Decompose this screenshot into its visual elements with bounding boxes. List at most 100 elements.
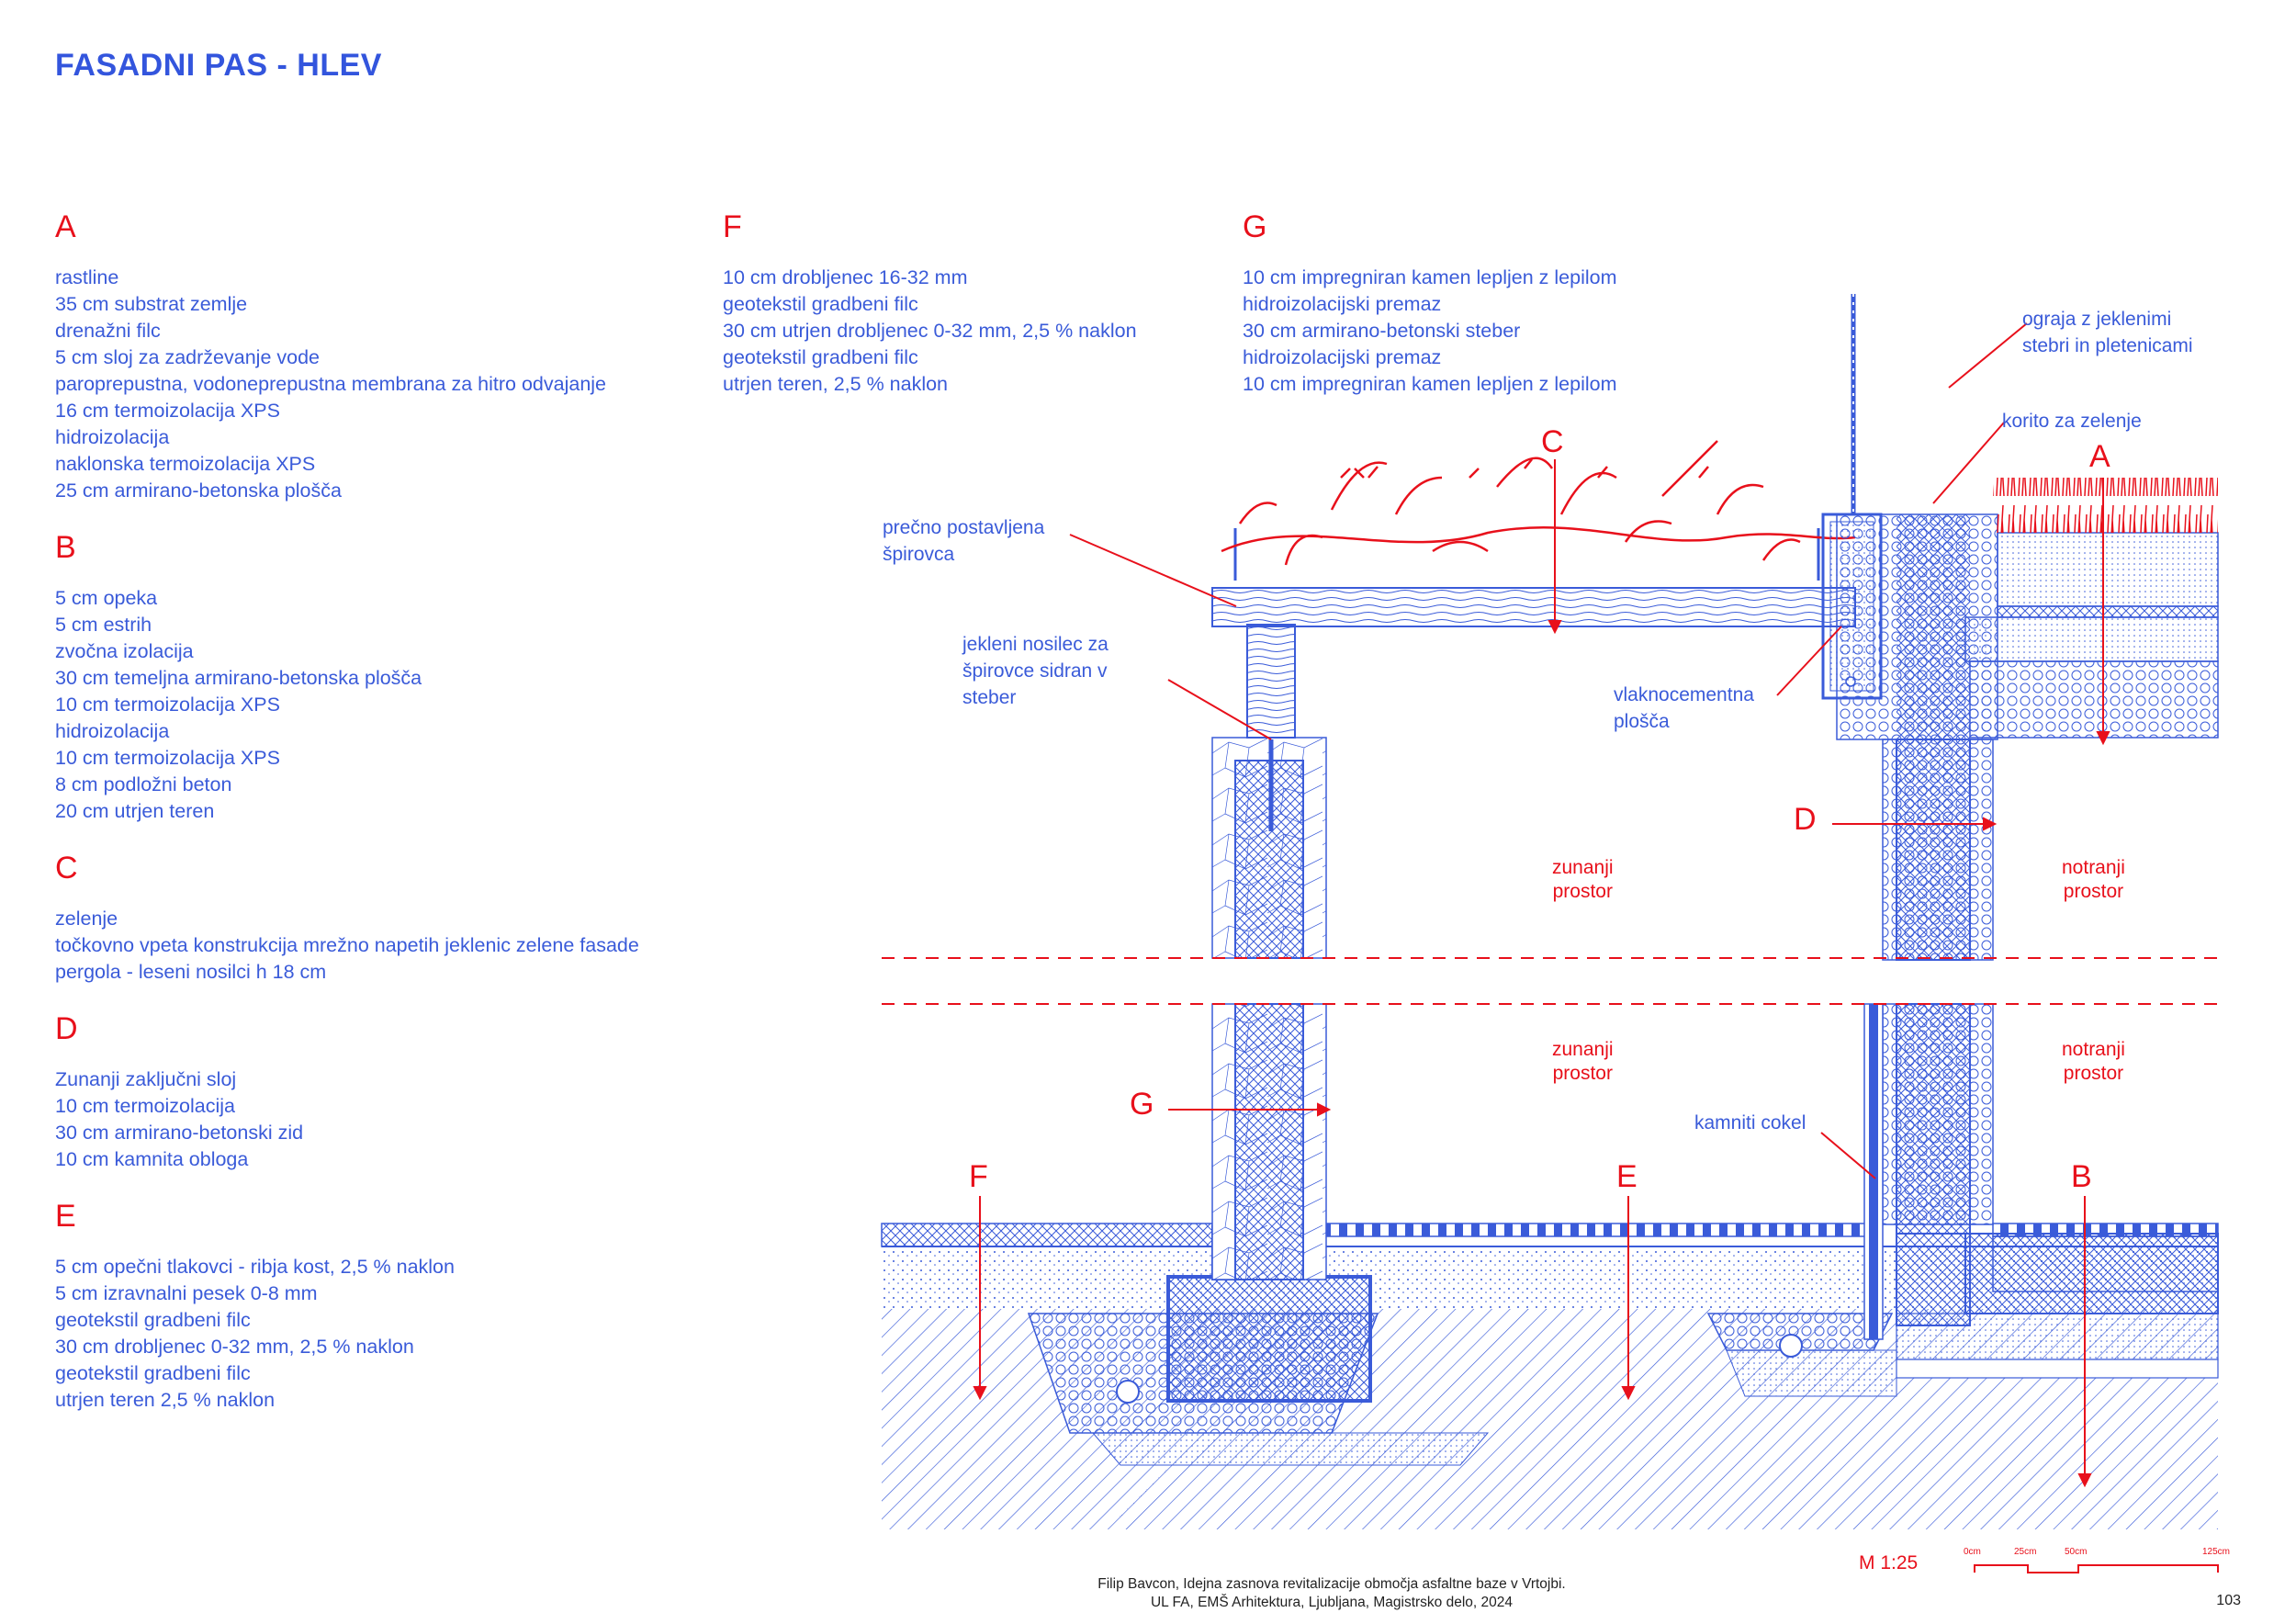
legend-item: 8 cm podložni beton: [55, 773, 232, 795]
legend-item: 10 cm termoizolacija: [55, 1095, 235, 1117]
green-roof: [1964, 478, 2219, 739]
drawing-tag-f: F: [969, 1159, 988, 1194]
zone-line: prostor: [1552, 881, 1613, 902]
zone-outer-top: zunanji prostor: [1552, 856, 1614, 904]
legend-item: 10 cm termoizolacija XPS: [55, 747, 280, 769]
scale-tick: 125cm: [2202, 1547, 2231, 1557]
annotation-line: špirovca: [883, 544, 955, 565]
zone-line: notranji: [2062, 1039, 2125, 1060]
legend-item: 16 cm termoizolacija XPS: [55, 400, 280, 422]
scale-tick: 25cm: [2014, 1547, 2037, 1557]
legend-item: paroprepustna, vodoneprepustna membrana …: [55, 373, 607, 395]
leader-lines: [1069, 322, 2028, 1179]
legend-item: 5 cm sloj za zadrževanje vode: [55, 346, 321, 368]
pergola-column: [1166, 624, 1372, 1403]
page-title: FASADNI PAS - HLEV: [55, 48, 382, 83]
legend-item: 20 cm utrjen teren: [55, 800, 215, 822]
legend-item: rastline: [55, 266, 119, 288]
annotation-line: stebri in pletenicami: [2022, 335, 2193, 356]
legend-item: geotekstil gradbeni filc: [55, 1362, 251, 1384]
legend-item: hidroizolacijski premaz: [1243, 293, 1442, 315]
annotation-line: jekleni nosilec za: [962, 634, 1109, 655]
legend-letter: A: [55, 209, 76, 244]
drawing-tag-b: B: [2071, 1159, 2092, 1194]
annotation-line: prečno postavljena: [883, 517, 1045, 538]
zone-line: prostor: [2063, 881, 2124, 902]
legend-item: 35 cm substrat zemlje: [55, 293, 248, 315]
annotation-cokel: kamniti cokel: [1694, 1112, 1806, 1133]
legend-item: 10 cm impregniran kamen lepljen z lepilo…: [1243, 373, 1617, 395]
legend-item: hidroizolacijski premaz: [1243, 346, 1442, 368]
legend-item: zelenje: [55, 908, 118, 930]
legend-group-b: B 5 cm opeka 5 cm estrih zvočna izolacij…: [55, 530, 639, 825]
legend-item: pergola - leseni nosilci h 18 cm: [55, 961, 327, 983]
zone-line: prostor: [2063, 1063, 2124, 1084]
drawing-tag-d: D: [1794, 802, 1817, 837]
green-vine: [1221, 440, 1856, 566]
planter-box: [1821, 294, 1883, 700]
zone-outer-bottom: zunanji prostor: [1552, 1038, 1614, 1086]
legend-item: 25 cm armirano-betonska plošča: [55, 479, 342, 502]
annotation-line: vlaknocementna: [1614, 684, 1754, 705]
legend-item: 10 cm termoizolacija XPS: [55, 694, 280, 716]
legend-group-f: F 10 cm drobljenec 16-32 mm geotekstil g…: [723, 209, 1137, 398]
annotation-ograja: ograja z jeklenimi stebri in pletenicami: [2022, 306, 2193, 359]
footer-line-1: Filip Bavcon, Idejna zasnova revitalizac…: [1097, 1576, 1566, 1592]
zone-line: zunanji: [1552, 857, 1614, 878]
zone-inner-top: notranji prostor: [2062, 856, 2125, 904]
annotation-line: ograja z jeklenimi: [2022, 309, 2172, 330]
legend-letter: B: [55, 530, 76, 565]
page-number: 103: [2216, 1593, 2241, 1608]
annotation-line: steber: [962, 687, 1017, 708]
annotation-vlakno: vlaknocementna plošča: [1614, 682, 1754, 735]
zone-line: notranji: [2062, 857, 2125, 878]
legend-item: točkovno vpeta konstrukcija mrežno napet…: [55, 934, 639, 956]
legend-item: geotekstil gradbeni filc: [55, 1309, 251, 1331]
legend-item: utrjen teren 2,5 % naklon: [55, 1389, 276, 1411]
legend-item: hidroizolacija: [55, 720, 170, 742]
legend-item: geotekstil gradbeni filc: [723, 346, 918, 368]
legend-letter: F: [723, 209, 742, 244]
legend-item: 30 cm temeljna armirano-betonska plošča: [55, 667, 422, 689]
legend-item: Zunanji zaključni sloj: [55, 1068, 237, 1090]
zone-inner-bottom: notranji prostor: [2062, 1038, 2125, 1086]
section-arrows: [973, 459, 2110, 1488]
legend-group-g: G 10 cm impregniran kamen lepljen z lepi…: [1243, 209, 1617, 398]
legend-item: 5 cm opeka: [55, 587, 158, 609]
break-lines: [882, 957, 2218, 1005]
legend-item: hidroizolacija: [55, 426, 170, 448]
legend-item: 30 cm utrjen drobljenec 0-32 mm, 2,5 % n…: [723, 320, 1137, 342]
legend-column-right: G 10 cm impregniran kamen lepljen z lepi…: [1243, 209, 1617, 398]
legend-item: 5 cm opečni tlakovci - ribja kost, 2,5 %…: [55, 1256, 455, 1278]
legend-item: drenažni filc: [55, 320, 161, 342]
pergola-beam: [1211, 528, 1856, 627]
footer-citation: Filip Bavcon, Idejna zasnova revitalizac…: [827, 1575, 1837, 1612]
scale-tick: 0cm: [1964, 1547, 1981, 1557]
legend-group-a: A rastline 35 cm substrat zemlje drenažn…: [55, 209, 639, 504]
legend-letter: G: [1243, 209, 1267, 244]
legend-letter: C: [55, 851, 78, 885]
legend-item: zvočna izolacija: [55, 640, 194, 662]
annotation-korito: korito za zelenje: [2002, 411, 2142, 432]
scale-label: M 1:25: [1859, 1552, 1919, 1573]
legend-item: 10 cm drobljenec 16-32 mm: [723, 266, 968, 288]
legend-column-middle: F 10 cm drobljenec 16-32 mm geotekstil g…: [723, 209, 1137, 398]
legend-item: 10 cm kamnita obloga: [55, 1148, 249, 1170]
legend-item: 5 cm izravnalni pesek 0-8 mm: [55, 1282, 318, 1304]
legend-item: naklonska termoizolacija XPS: [55, 453, 316, 475]
legend-letter: E: [55, 1199, 76, 1234]
annotation-line: špirovce sidran v: [962, 660, 1108, 682]
zone-line: prostor: [1552, 1063, 1613, 1084]
legend-item: 30 cm armirano-betonski zid: [55, 1122, 304, 1144]
annotation-nosilec: jekleni nosilec za špirovce sidran v ste…: [962, 631, 1109, 711]
drawing-tag-c: C: [1541, 424, 1564, 459]
legend-item: 30 cm drobljenec 0-32 mm, 2,5 % naklon: [55, 1336, 414, 1358]
legend-item: utrjen teren, 2,5 % naklon: [723, 373, 949, 395]
annotation-line: plošča: [1614, 711, 1670, 732]
drawing-tag-e: E: [1616, 1159, 1638, 1194]
legend-item: 5 cm estrih: [55, 614, 152, 636]
scale-bar: [1974, 1564, 2219, 1573]
annotation-precno: prečno postavljena špirovca: [883, 514, 1044, 568]
zone-line: zunanji: [1552, 1039, 1614, 1060]
